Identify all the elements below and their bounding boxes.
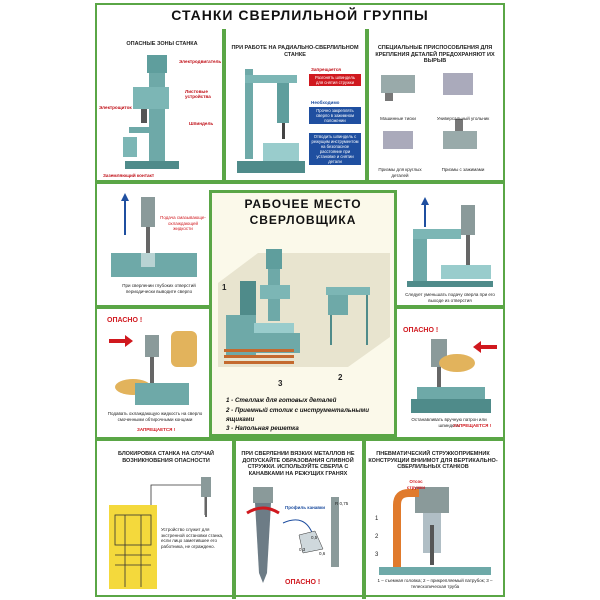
safety-poster: СТАНКИ СВЕРЛИЛЬНОЙ ГРУППЫ ОПАСНЫЕ ЗОНЫ С… <box>95 3 505 599</box>
feed-caption: Следует уменьшать подачу сверла при его … <box>405 292 495 303</box>
divider-mid-right <box>397 305 503 309</box>
pneumatic-collector-illustration <box>379 487 491 575</box>
blocking-text: Устройство служит для экстренной останов… <box>161 527 224 549</box>
groove-profile-label: Профиль канавки <box>285 505 326 510</box>
fixture-label-angle: Универсальный угольник <box>436 116 490 121</box>
divider-bottom-2 <box>362 437 366 599</box>
poster-title: СТАНКИ СВЕРЛИЛЬНОЙ ГРУППЫ <box>171 7 429 23</box>
danger-zone-label-spindle: Шпиндель <box>189 121 214 126</box>
blocking-caption: БЛОКИРОВКА СТАНКА НА СЛУЧАЙ ВОЗНИКНОВЕНИ… <box>118 451 214 464</box>
radial-drill-caption: ПРИ РАБОТЕ НА РАДИАЛЬНО-СВЕРЛИЛЬНОМ СТАН… <box>231 45 359 58</box>
danger-left-caption: Подавать охлаждающую жидкость на сверло … <box>107 411 203 422</box>
danger-warning-right: ОПАСНО ! <box>403 327 439 334</box>
radial-required-note-1: Прочно закреплять сверло в зажимном поло… <box>309 107 361 124</box>
workplace-number-1: 1 <box>222 283 227 292</box>
dim-label-2: 0,5 <box>311 535 318 540</box>
fixtures-caption: СПЕЦИАЛЬНЫЕ ПРИСПОСОБЛЕНИЯ ДЛЯ КРЕПЛЕНИЯ… <box>375 45 495 64</box>
radial-forbidden-note: Разгонять шпиндель для снятия стружки <box>309 74 361 86</box>
workplace-panel: РАБОЧЕЕ МЕСТО СВЕРЛОВЩИКА 1 2 3 1 - Стел… <box>209 190 397 437</box>
fixtures-illustration <box>381 73 477 149</box>
fixture-label-vise: Машинные тиски <box>380 116 416 121</box>
pneumatic-number-1: 1 <box>375 516 379 522</box>
danger-zone-label-motor: Электродвигатель <box>179 59 222 64</box>
workplace-legend-1: 1 - Стеллаж для готовых деталей <box>226 397 337 404</box>
workplace-legend-2: 2 - Приемный столик с инструментальными … <box>226 407 369 423</box>
divider-top <box>97 180 503 184</box>
divider-col-2 <box>365 29 369 180</box>
fixture-label-prism-clamp: Призмы с зажимами <box>441 167 485 172</box>
dim-label-4: 0,6 <box>319 551 326 556</box>
danger-warning-left: ОПАСНО ! <box>107 317 143 324</box>
radial-drill-illustration <box>237 69 305 173</box>
pneumatic-caption: ПНЕВМАТИЧЕСКИЙ СТРУЖКОПРИЕМНИК КОНСТРУКЦ… <box>368 451 498 470</box>
radial-required-label: Необходимо <box>311 100 340 105</box>
danger-left-forbidden: ЗАПРЕЩАЕТСЯ ! <box>137 427 176 432</box>
danger-zones-caption: ОПАСНЫЕ ЗОНЫ СТАНКА <box>126 41 198 47</box>
dim-label-1: R 0,75 <box>335 501 349 506</box>
pneumatic-number-2: 2 <box>375 534 379 540</box>
radial-forbidden-label: Запрещается <box>311 67 341 72</box>
divider-bottom-1 <box>232 437 236 599</box>
chip-suction-label: Отсос стружки <box>406 479 426 490</box>
coolant-rag-illustration <box>109 331 197 405</box>
coolant-caption: При сверлении глубоких отверстий периоди… <box>122 283 196 294</box>
danger-right-forbidden: ЗАПРЕЩАЕТСЯ ! <box>453 423 492 428</box>
danger-warning-viscous: ОПАСНО ! <box>285 579 321 586</box>
dim-label-3: 0,3 <box>299 547 306 552</box>
fixture-label-prism: Призмы для круглых деталей <box>378 167 422 178</box>
workplace-illustration <box>218 249 390 367</box>
workplace-title-line1: РАБОЧЕЕ МЕСТО <box>244 197 362 211</box>
feed-drill-illustration <box>407 197 493 287</box>
workplace-number-2: 2 <box>338 373 343 382</box>
divider-mid-left <box>97 305 209 309</box>
pneumatic-number-3: 3 <box>375 552 379 558</box>
hand-stop-chuck-illustration <box>411 339 497 413</box>
coolant-drill-illustration <box>111 193 197 277</box>
divider-bottom <box>97 437 503 441</box>
danger-zone-label-panel: Электрощиток <box>99 105 132 110</box>
coolant-label: Подача смазывающе-охлаждающей жидкости <box>160 215 206 231</box>
viscous-caption: ПРИ СВЕРЛЕНИИ ВЯЗКИХ МЕТАЛЛОВ НЕ ДОПУСКА… <box>241 451 355 477</box>
pneumatic-legend: 1 – съемная головка; 2 – прикрепляемый п… <box>377 578 493 589</box>
workplace-legend-3: 3 - Напольная решетка <box>226 425 299 432</box>
divider-col-1 <box>222 29 226 180</box>
drill-groove-illustration <box>246 487 339 583</box>
vertical-drill-press-illustration <box>123 55 179 169</box>
workplace-number-3: 3 <box>278 379 283 388</box>
danger-zone-label-ground: Заземляющий контакт <box>103 173 155 178</box>
blocking-circuit-illustration <box>109 477 211 589</box>
danger-right-caption: Останавливать вручную патрон или шпиндел… <box>411 417 487 428</box>
radial-required-note-2: Отводить шпиндель с режущим инструментом… <box>309 133 361 165</box>
workplace-title-line2: СВЕРЛОВЩИКА <box>249 213 357 227</box>
danger-zone-label-gear: Листовые устройства <box>185 89 211 99</box>
